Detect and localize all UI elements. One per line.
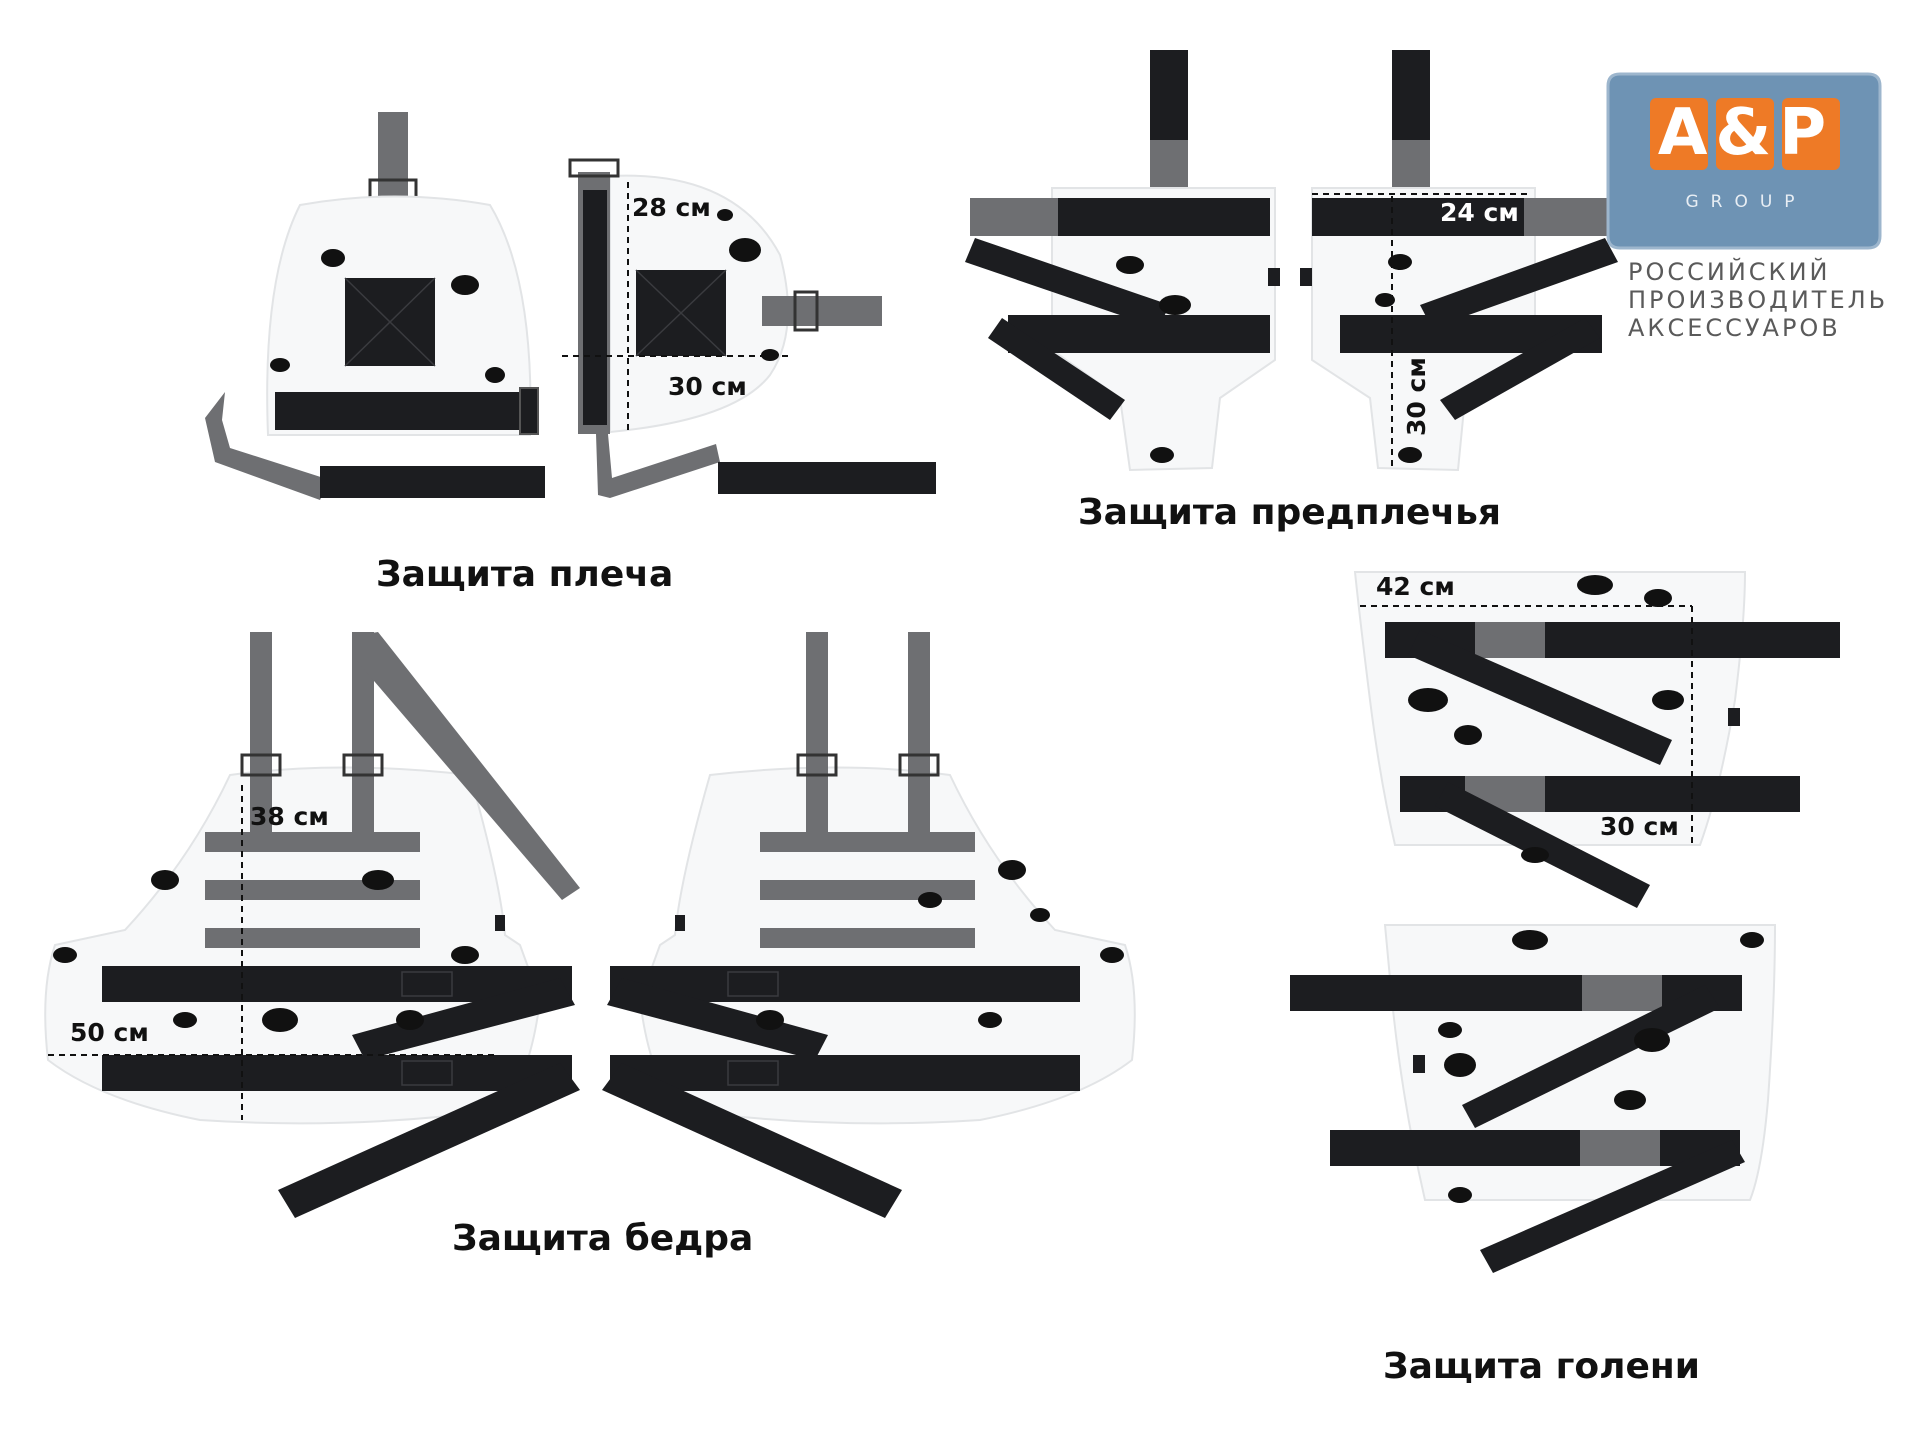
logo-tagline: РОССИЙСКИЙ ПРОИЗВОДИТЕЛЬ АКСЕССУАРОВ: [1628, 258, 1888, 342]
dim-forearm-width: 24 см: [1440, 198, 1519, 227]
tagline-line: ПРОИЗВОДИТЕЛЬ: [1628, 286, 1889, 314]
thigh-right: [602, 632, 1136, 1218]
dim-shin-bottom: 30 см: [1600, 812, 1679, 841]
dim-shoulder-height: 28 см: [632, 193, 711, 222]
logo-badge: [1606, 72, 1882, 250]
dim-forearm-height: 30 см: [1402, 357, 1431, 436]
shin-bottom: [1290, 924, 1777, 1273]
caption-shoulder: Защита плеча: [376, 554, 674, 595]
shoulder-front: [205, 112, 545, 500]
dim-thigh-width: 50 см: [70, 1018, 149, 1047]
forearm-left: [965, 50, 1280, 472]
brand-logo: A&P GROUP: [1606, 72, 1882, 250]
caption-shin: Защита голени: [1383, 1346, 1701, 1387]
caption-forearm: Защита предплечья: [1078, 492, 1501, 533]
caption-thigh: Защита бедра: [452, 1218, 754, 1259]
thigh-left: [44, 632, 580, 1218]
dim-thigh-height: 38 см: [250, 802, 329, 831]
logo-brand: A&P: [1657, 96, 1835, 170]
shoulder-side: [562, 158, 936, 498]
tagline-line: РОССИЙСКИЙ: [1628, 258, 1831, 286]
dim-shin-top: 42 см: [1376, 572, 1455, 601]
logo-group: GROUP: [1685, 192, 1807, 212]
shin-top: [1353, 571, 1840, 908]
forearm-right: [1300, 50, 1618, 472]
tagline-line: АКСЕССУАРОВ: [1628, 314, 1841, 342]
dim-shoulder-width: 30 см: [668, 372, 747, 401]
